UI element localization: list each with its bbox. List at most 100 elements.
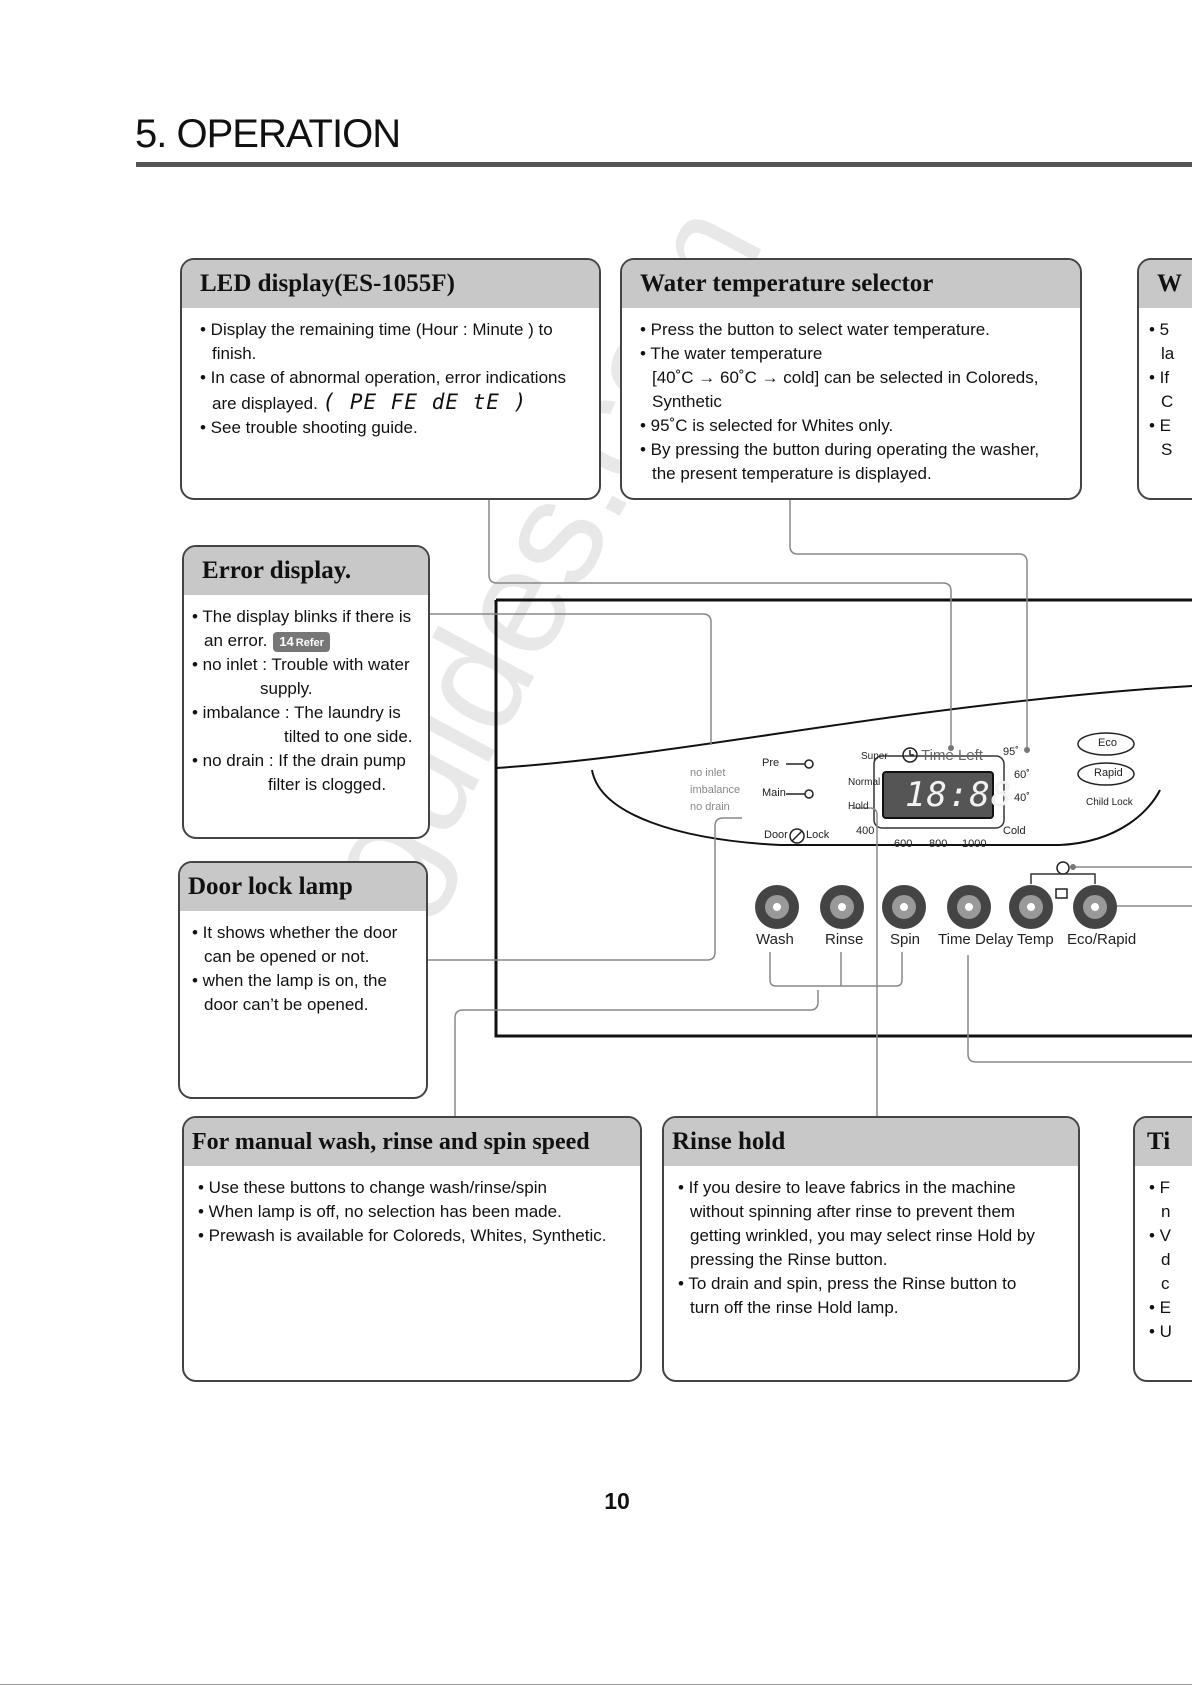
box-line: • When lamp is off, no selection has bee… (198, 1202, 562, 1221)
leader-buttons (769, 952, 903, 987)
leader-rinse-hold (852, 807, 878, 1116)
page-title: 5. OPERATION (135, 112, 401, 156)
box-line: • The water temperature (640, 344, 823, 363)
box-line: la (1161, 344, 1175, 363)
lcd-digits: 18:88 (905, 775, 1013, 815)
box-line: • It shows whether the door (192, 923, 398, 942)
box-line: • To drain and spin, press the Rinse but… (678, 1274, 1017, 1293)
refer-number: 14 (279, 633, 294, 649)
eco-rapid-button-label: Eco/Rapid (1067, 931, 1137, 948)
panel-label-pre: Pre (762, 757, 780, 769)
box-line: • The display blinks if there is (192, 607, 412, 626)
partial-top-box: W • 5 la • If C • E S (1137, 258, 1192, 500)
box-line: • V (1149, 1226, 1172, 1245)
leader-led (488, 500, 952, 745)
box-line: turn off the rinse Hold lamp. (690, 1298, 899, 1317)
box-line: C (1161, 392, 1174, 411)
box-line: are displayed. (212, 394, 318, 413)
leader-error (428, 613, 712, 745)
box-line: • E (1149, 1298, 1172, 1317)
rinse-hold-box: Rinse hold • If you desire to leave fabr… (662, 1116, 1080, 1382)
panel-label-imbalance: imbalance (690, 784, 741, 796)
box-line: c (1161, 1274, 1170, 1293)
eco-indicator: Eco (1098, 737, 1117, 749)
box-line: • Use these buttons to change wash/rinse… (198, 1178, 547, 1197)
title-divider (136, 162, 1192, 167)
water-temp-box: Water temperature selector • Press the b… (620, 258, 1082, 500)
box-title: For manual wash, rinse and spin speed (184, 1118, 640, 1166)
temp-60: 60˚ (1014, 769, 1030, 781)
box-line: finish. (212, 344, 257, 363)
box-line: door can’t be opened. (204, 995, 369, 1014)
rapid-indicator: Rapid (1094, 767, 1123, 779)
box-line: • By pressing the button during operatin… (640, 440, 1040, 459)
box-line: • 5 (1149, 320, 1170, 339)
panel-label-normal: Normal (848, 777, 881, 788)
box-line: • See trouble shooting guide. (200, 418, 418, 437)
panel-lower-curve (591, 769, 1161, 846)
box-line: pressing the Rinse button. (690, 1250, 888, 1269)
panel-buttons (755, 885, 1117, 929)
error-codes: ( PE FE dE tE ) (322, 390, 528, 414)
box-title: Error display. (184, 547, 428, 595)
box-line: • If you desire to leave fabrics in the … (678, 1178, 1016, 1197)
panel-top-curve (495, 685, 1192, 769)
panel-label-super: Super (861, 751, 888, 762)
box-title: W (1139, 260, 1192, 308)
box-line: • U (1149, 1322, 1172, 1341)
child-lock-indicator: Child Lock (1086, 797, 1133, 808)
box-line: d (1161, 1250, 1171, 1269)
panel-label-no-inlet: no inlet (690, 767, 726, 779)
box-title: Door lock lamp (180, 863, 426, 911)
box-line: n (1161, 1202, 1171, 1221)
temp-cold: Cold (1003, 825, 1026, 837)
temp-40: 40˚ (1014, 792, 1030, 804)
box-line: • Display the remaining time (Hour : Min… (200, 320, 553, 339)
box-line-with-codes: are displayed. ( PE FE dE tE ) (200, 390, 585, 416)
panel-label-hold: Hold (848, 801, 869, 812)
box-line: • E (1149, 416, 1172, 435)
box-line: • 95˚C is selected for Whites only. (640, 416, 894, 435)
box-line: • Prewash is available for Coloreds, Whi… (198, 1226, 607, 1245)
leader-time-delay (967, 955, 1192, 1063)
panel-label-main: Main (762, 787, 786, 799)
box-line: • F (1149, 1178, 1171, 1197)
box-line: S (1161, 440, 1173, 459)
panel-label-door: Door (764, 829, 788, 841)
box-title: LED display(ES-1055F) (182, 260, 599, 308)
lcd-window (882, 771, 994, 819)
panel-label-lock: Lock (806, 829, 830, 841)
door-lock-box: Door lock lamp • It shows whether the do… (178, 861, 428, 1099)
spin-speed-800: 800 (929, 838, 948, 850)
spin-speed-1000: 1000 (962, 838, 987, 850)
box-line: tilted to one side. (284, 727, 413, 746)
box-line: supply. (260, 679, 313, 698)
page-number: 10 (604, 1488, 630, 1514)
box-line: • no inlet : Trouble with water (192, 655, 410, 674)
box-line: without spinning after rinse to prevent … (690, 1202, 1016, 1221)
leader-door (424, 817, 742, 961)
refer-label: Refer (295, 636, 324, 649)
manual-wash-box: For manual wash, rinse and spin speed • … (182, 1116, 642, 1382)
led-display-box: LED display(ES-1055F) • Display the rema… (180, 258, 601, 500)
partial-bottom-box: Ti • F n • V d c • E • U (1133, 1116, 1192, 1382)
box-line: an error. (204, 631, 268, 650)
leader-manual (454, 990, 819, 1116)
box-title: Water temperature selector (622, 260, 1080, 308)
error-display-box: Error display. • The display blinks if t… (182, 545, 430, 839)
box-title: Ti (1135, 1118, 1192, 1166)
box-line: filter is clogged. (268, 775, 387, 794)
box-line: • Press the button to select water tempe… (640, 320, 990, 339)
panel-frame (494, 598, 1192, 1038)
box-line: [40˚C → 60˚C → cold] can be selected in … (652, 368, 1039, 387)
temp-button-label: Temp (1017, 931, 1054, 948)
box-line: • If (1149, 368, 1170, 387)
box-line: • no drain : If the drain pump (192, 751, 406, 770)
box-line: can be opened or not. (204, 947, 370, 966)
box-line: Synthetic (652, 392, 722, 411)
time-delay-button-label: Time Delay (938, 931, 1014, 948)
spin-button-label: Spin (890, 931, 921, 948)
box-line: • imbalance : The laundry is (192, 703, 401, 722)
